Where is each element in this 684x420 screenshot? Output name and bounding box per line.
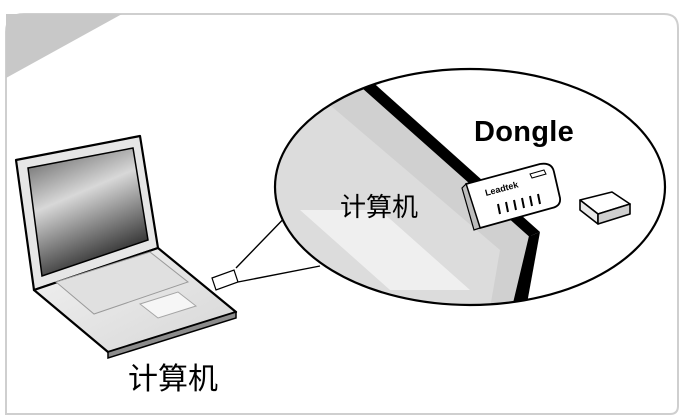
zoom-circle: Leadtek	[273, 67, 667, 307]
zoom-laptop-front	[510, 232, 540, 305]
laptop-keyboard	[54, 251, 190, 315]
corner-tab	[6, 14, 122, 78]
usb-dongle: Leadtek	[461, 162, 561, 231]
zoom-laptop-deck	[275, 88, 500, 305]
usb-cap	[579, 191, 631, 225]
computer-label: 计算机	[128, 362, 218, 397]
usb-dongle-body	[465, 162, 561, 229]
usb-dongle-side	[461, 182, 481, 231]
laptop-base-edge	[107, 310, 237, 360]
callout-line-bottom	[237, 265, 321, 283]
computer-zoom-label: 计算机	[340, 193, 419, 223]
laptop-touchpad	[138, 291, 198, 319]
dongle-label: Dongle	[474, 116, 575, 148]
laptop-screen	[27, 147, 149, 278]
usb-dongle-slot	[529, 169, 547, 179]
laptop	[14, 134, 239, 360]
usb-dongle-ridges	[497, 193, 541, 215]
laptop-side-dongle	[211, 269, 239, 291]
zoom-circle-outline	[273, 67, 667, 307]
zoom-laptop-highlight	[300, 210, 470, 290]
